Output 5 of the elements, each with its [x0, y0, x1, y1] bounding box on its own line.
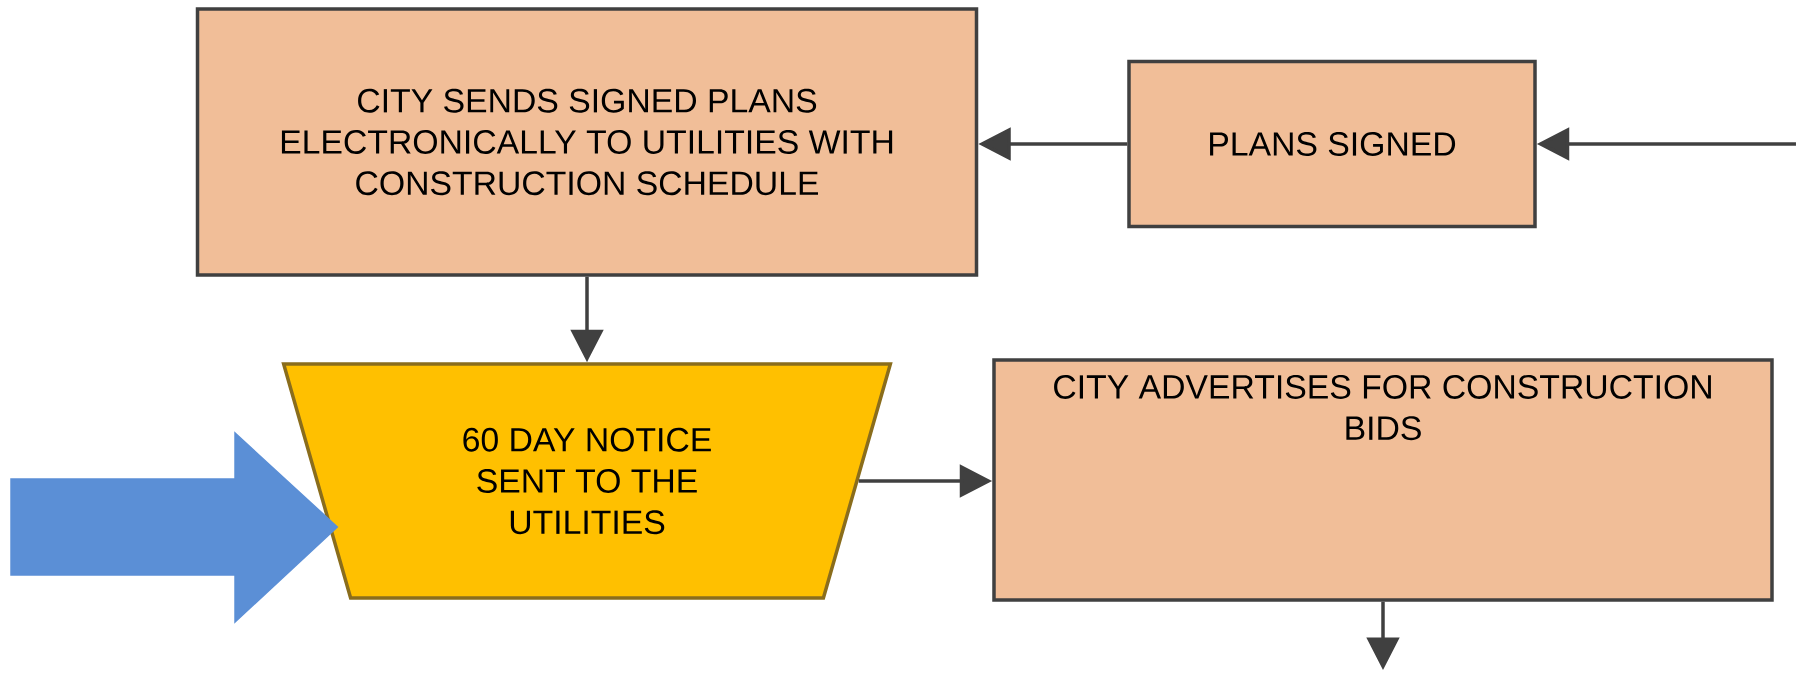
process-box: PLANS SIGNED [1127, 59, 1537, 229]
block-arrow [10, 431, 339, 624]
process-box: CITY SENDS SIGNED PLANS ELECTRONICALLY TO UTILITIES WITH CONSTRUCTION SCHEDULE [195, 7, 979, 277]
trapezoid-box: 60 DAY NOTICE SENT TO THE UTILITIES [281, 362, 893, 600]
process-box: CITY ADVERTISES FOR CONSTRUCTION BIDS [992, 358, 1774, 602]
